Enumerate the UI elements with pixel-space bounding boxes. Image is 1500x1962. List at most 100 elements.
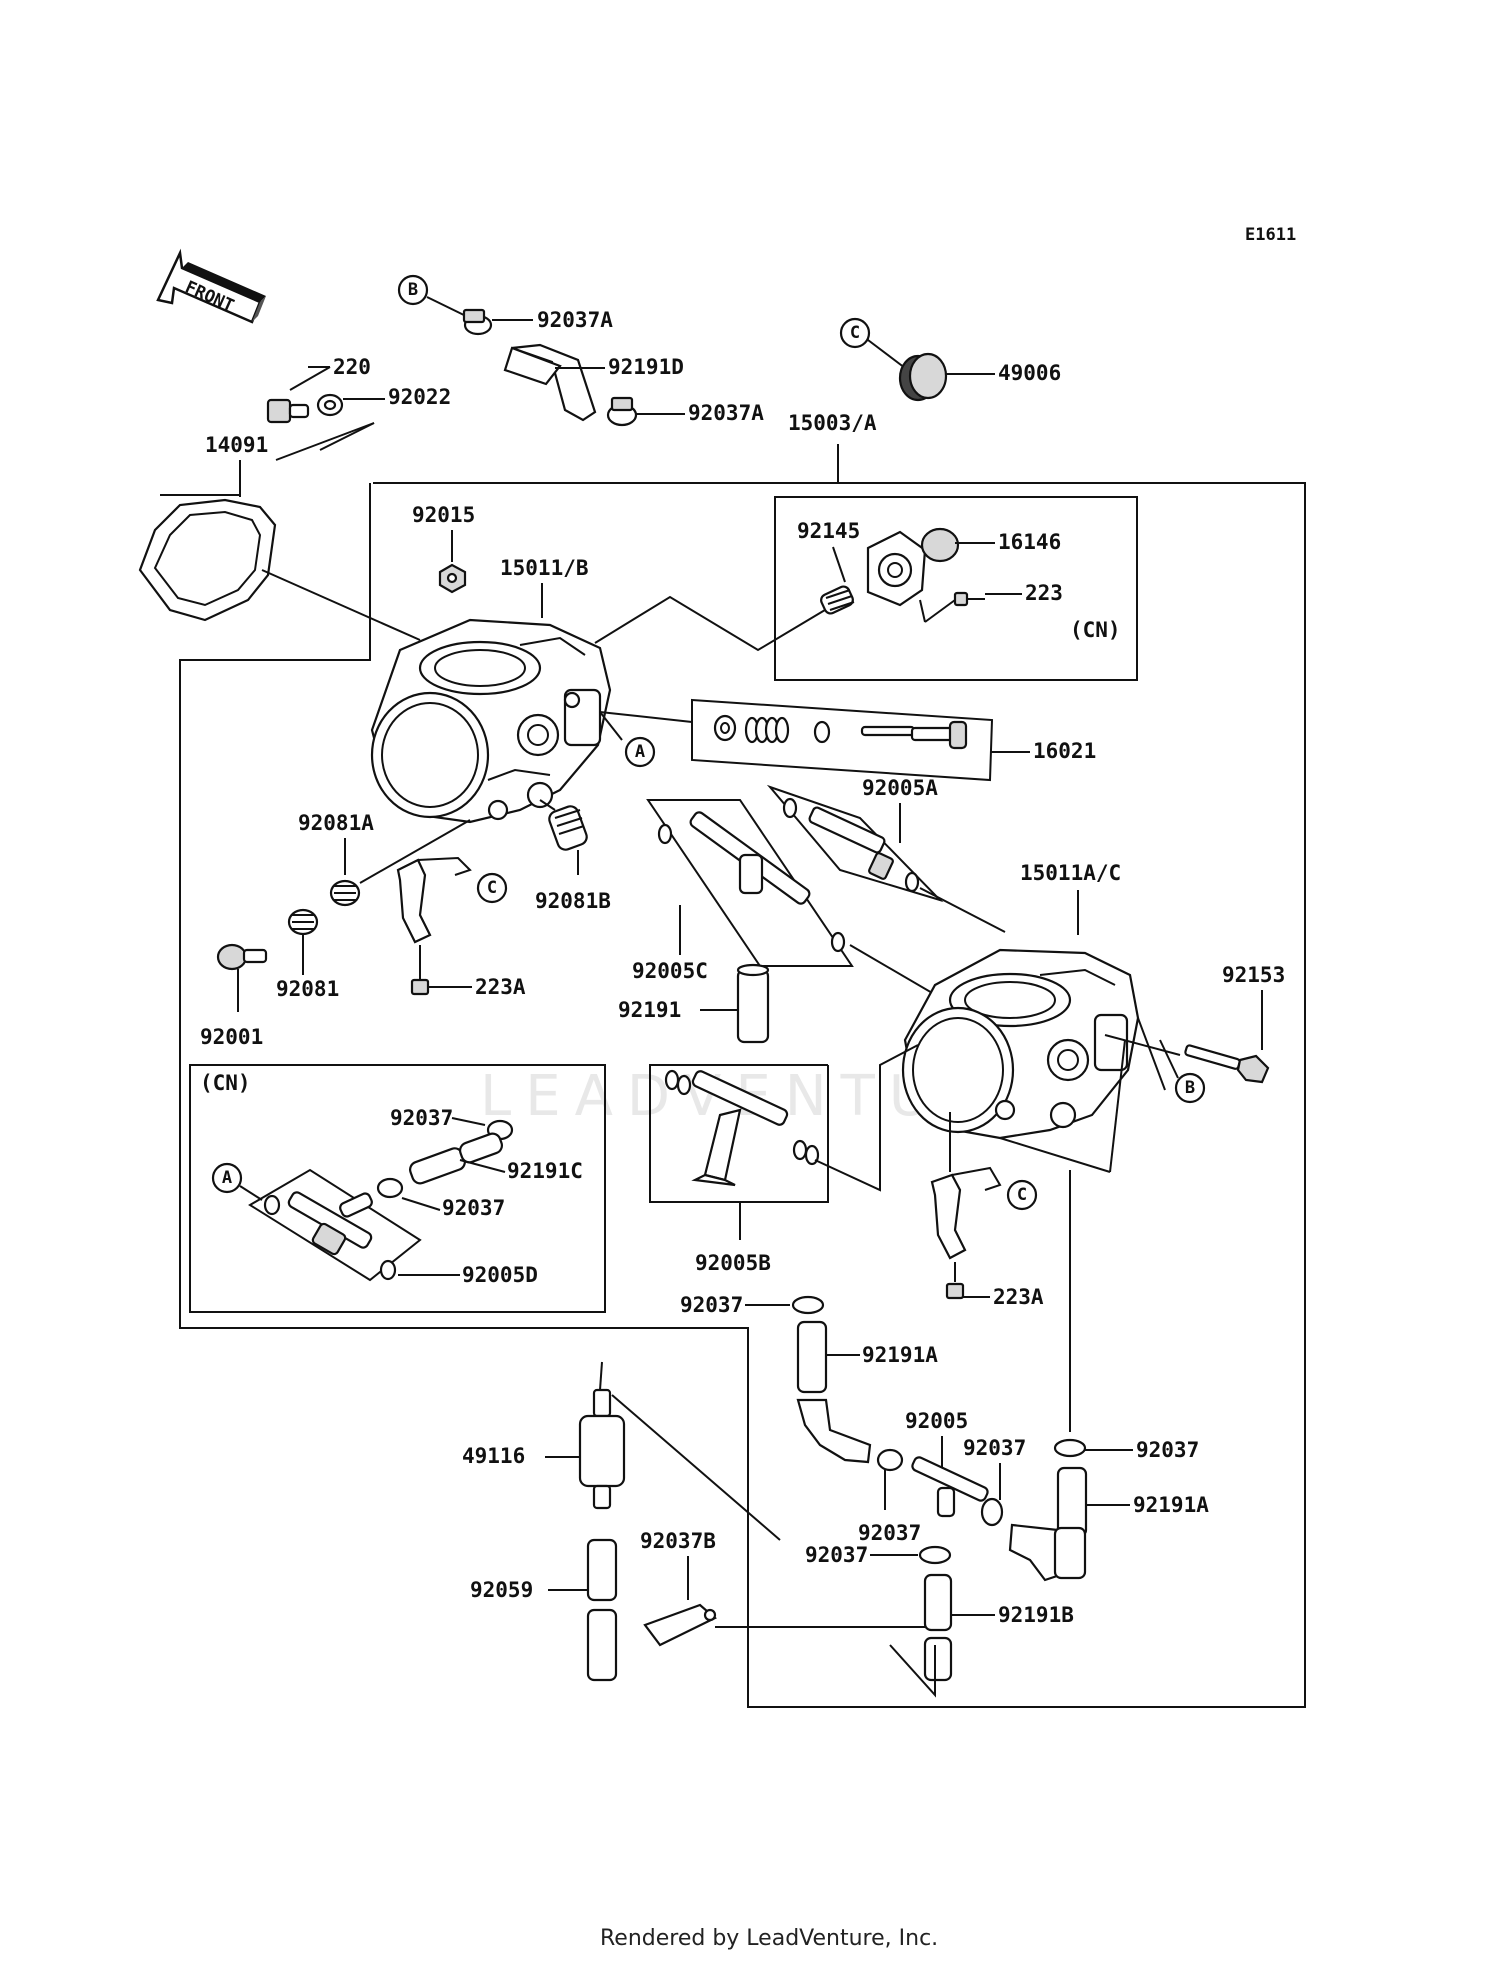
label-92037-a: 92037 <box>680 1293 743 1317</box>
label-92037-c: 92037 <box>963 1436 1026 1460</box>
part-223A-screw-left <box>410 978 472 996</box>
part-92081-spring <box>287 908 319 975</box>
callout-b-right: B <box>1174 1072 1206 1104</box>
label-92037A-top: 92037A <box>537 308 613 332</box>
assembly-frame <box>179 444 1306 1708</box>
label-92191: 92191 <box>618 998 681 1022</box>
part-16021-pilot-screw-set <box>691 698 1030 782</box>
part-92037-clamp-d <box>1053 1438 1133 1458</box>
label-16021: 16021 <box>1033 739 1096 763</box>
part-92037-clamp-a <box>791 1295 825 1315</box>
label-15011B: 15011/B <box>500 556 589 580</box>
label-92005D: 92005D <box>462 1263 538 1287</box>
part-92005A-fuel-joint <box>766 784 944 903</box>
svg-text:B: B <box>408 280 418 300</box>
part-92037-clamp-c <box>980 1497 1004 1527</box>
label-92001: 92001 <box>200 1025 263 1049</box>
label-92005A: 92005A <box>862 776 938 800</box>
label-92037-cn2: 92037 <box>442 1196 505 1220</box>
part-92015-nut <box>438 563 467 594</box>
svg-text:A: A <box>222 1168 232 1188</box>
part-92191A-hose-1 <box>796 1320 872 1464</box>
label-92191B: 92191B <box>998 1603 1074 1627</box>
callout-c-top: C <box>839 317 906 369</box>
callout-a-mid: A <box>599 711 656 768</box>
label-14091: 14091 <box>205 433 268 457</box>
label-92191D: 92191D <box>608 355 684 379</box>
part-92191D-hose <box>503 343 605 422</box>
svg-text:A: A <box>635 742 645 762</box>
label-92037-b: 92037 <box>858 1521 921 1545</box>
part-15011AC-carburetor <box>901 948 1140 1140</box>
part-92191A-hose-2 <box>1008 1466 1130 1582</box>
label-92191A-2: 92191A <box>1133 1493 1209 1517</box>
part-left-bracket <box>396 856 472 944</box>
label-92005C: 92005C <box>632 959 708 983</box>
part-92037-clamp-b <box>876 1448 904 1510</box>
svg-text:B: B <box>1185 1078 1195 1098</box>
diagram-code: E1611 <box>1245 225 1296 245</box>
label-223A-left: 223A <box>475 975 526 999</box>
part-223-screw <box>919 591 1022 623</box>
label-92081B: 92081B <box>535 889 611 913</box>
part-92191-hose <box>700 963 770 1044</box>
label-16146: 16146 <box>998 530 1061 554</box>
part-49116-fuel-filter <box>545 1388 626 1510</box>
front-arrow-icon: FRONT <box>156 248 266 324</box>
part-92022-washer <box>316 393 385 417</box>
part-92081A-spring <box>329 879 361 907</box>
part-92005B-fuel-tee <box>664 1069 820 1187</box>
label-49116: 49116 <box>462 1444 525 1468</box>
label-cn-box: (CN) <box>200 1071 251 1095</box>
part-right-bracket <box>930 1166 1002 1260</box>
label-cn-top: (CN) <box>1070 618 1121 642</box>
part-92081B-spring <box>548 805 588 875</box>
label-220: 220 <box>333 355 371 379</box>
part-92037A-clamp-mid <box>606 396 685 427</box>
part-92059-hose <box>548 1538 618 1682</box>
svg-text:C: C <box>850 323 860 343</box>
part-92005C-fuel-tee <box>646 799 854 967</box>
label-92037-cn1: 92037 <box>390 1106 453 1130</box>
part-15011B-carburetor <box>370 618 612 824</box>
svg-text:C: C <box>1017 1185 1027 1205</box>
part-92145-spring <box>820 585 855 615</box>
callout-c-right: C <box>1006 1179 1038 1211</box>
label-92022: 92022 <box>388 385 451 409</box>
part-92005D-fuel-tee <box>248 1168 422 1282</box>
label-92037B: 92037B <box>640 1529 716 1553</box>
callout-b-top: B <box>397 274 471 319</box>
part-14091-gasket <box>138 494 277 622</box>
label-92191C: 92191C <box>507 1159 583 1183</box>
part-92037-clamp-cn2 <box>376 1177 441 1211</box>
part-92037B-strap <box>643 1603 717 1647</box>
part-16146-diaphragm-cover <box>866 527 995 607</box>
label-92081: 92081 <box>276 977 339 1001</box>
label-92005B: 92005B <box>695 1251 771 1275</box>
part-92037A-clamp-top <box>462 308 533 336</box>
svg-text:C: C <box>487 878 497 898</box>
callout-a-cn: A <box>211 1162 263 1201</box>
callout-c-left: C <box>476 872 508 904</box>
part-92191B-hose <box>923 1573 995 1682</box>
label-92005: 92005 <box>905 1409 968 1433</box>
part-49006-cap <box>898 352 995 402</box>
label-92145: 92145 <box>797 519 860 543</box>
part-92005-fuel-tee <box>911 1456 989 1518</box>
part-223A-screw-right <box>945 1282 990 1300</box>
part-92153-bolt <box>1104 1034 1270 1084</box>
label-92037-e: 92037 <box>805 1543 868 1567</box>
label-92037-d: 92037 <box>1136 1438 1199 1462</box>
label-223A-right: 223A <box>993 1285 1044 1309</box>
label-15011AC: 15011A/C <box>1020 861 1121 885</box>
footer-credit: Rendered by LeadVenture, Inc. <box>600 1926 938 1951</box>
part-92191C-hose <box>409 1132 506 1185</box>
label-223: 223 <box>1025 581 1063 605</box>
label-92037A-mid: 92037A <box>688 401 764 425</box>
label-92081A: 92081A <box>298 811 374 835</box>
label-92153: 92153 <box>1222 963 1285 987</box>
label-92191A-1: 92191A <box>862 1343 938 1367</box>
part-92037-clamp-e <box>918 1545 952 1565</box>
label-92015: 92015 <box>412 503 475 527</box>
